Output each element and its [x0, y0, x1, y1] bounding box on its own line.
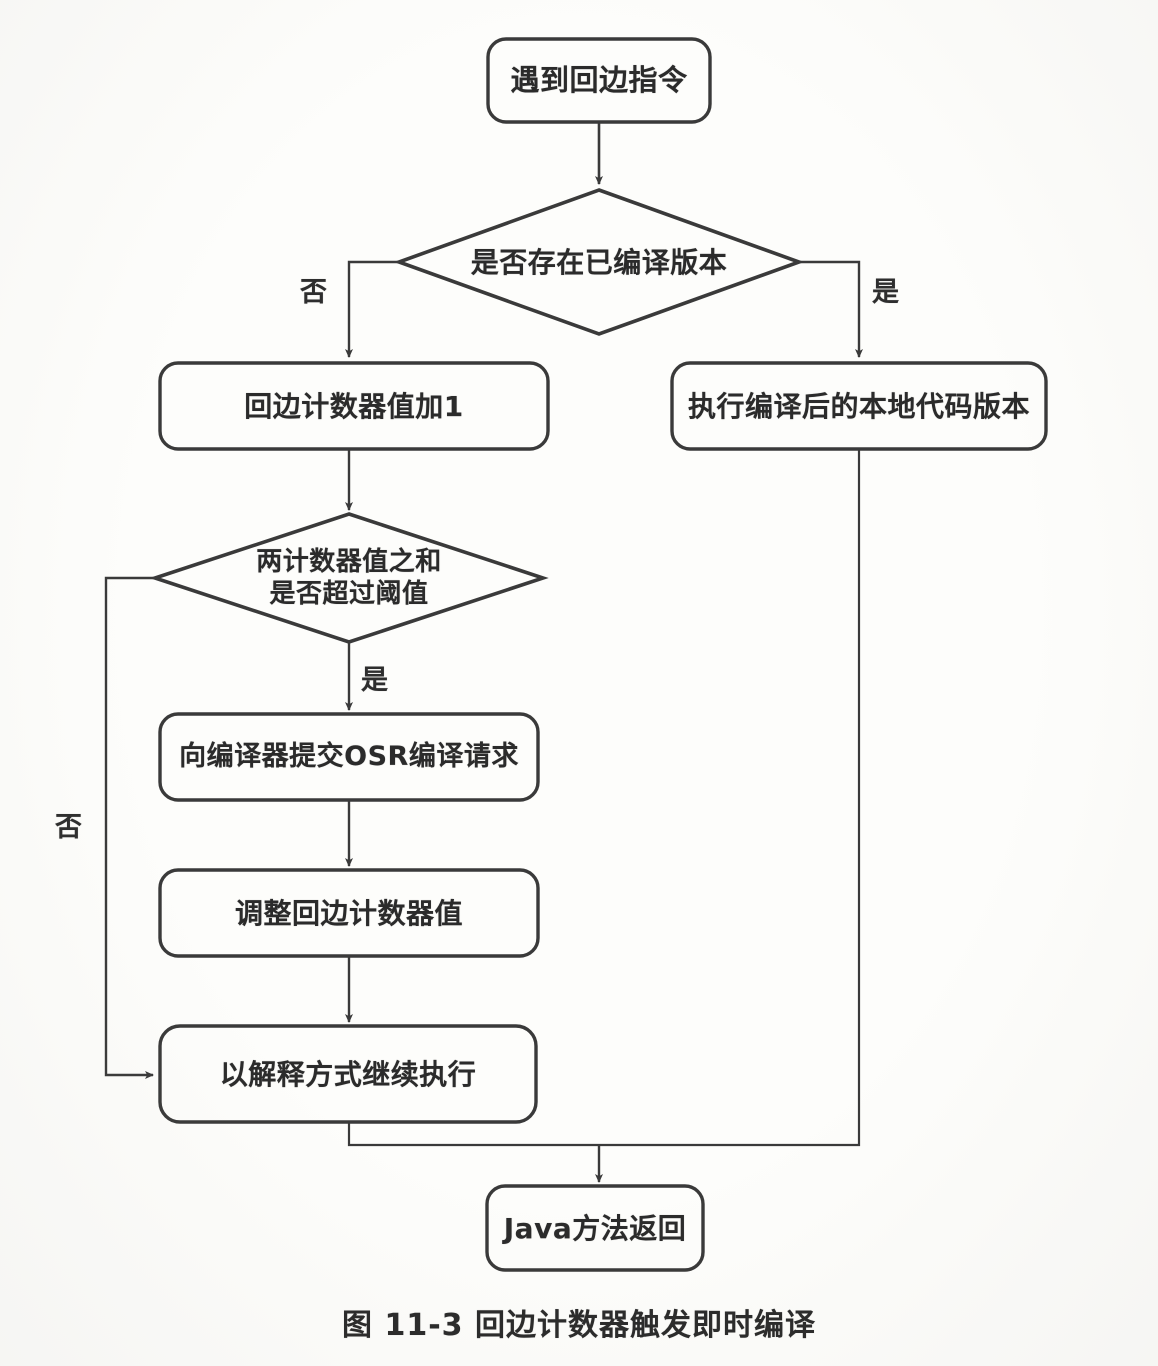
node-has-compiled-shape	[393, 188, 805, 336]
node-over-thresh-label: 两计数器值之和 是否超过阈值	[256, 546, 442, 610]
node-osr-request-label: 向编译器提交OSR编译请求	[179, 741, 519, 773]
node-inc-counter-label: 回边计数器值加1	[244, 389, 464, 423]
edge-has-compiled-yes	[799, 260, 863, 358]
figure-caption: 图 11-3 回边计数器触发即时编译	[342, 1308, 816, 1343]
node-return-label: Java方法返回	[503, 1211, 687, 1245]
node-run-native-label: 执行编译后的本地代码版本	[687, 389, 1030, 423]
edge-interpret-to-return	[347, 1122, 599, 1147]
node-has-compiled-label: 是否存在已编译版本	[470, 245, 728, 279]
node-interpret-label: 以解释方式继续执行	[219, 1057, 477, 1091]
edge-label-no-compiled: 否	[300, 277, 327, 308]
edge-label-no-threshold: 否	[55, 812, 82, 843]
node-inc-counter-shape	[158, 361, 550, 451]
node-return-shape	[485, 1184, 705, 1272]
node-adjust-label: 调整回边计数器值	[234, 896, 463, 930]
node-start-label: 遇到回边指令	[510, 63, 688, 98]
edge-label-yes-threshold: 是	[361, 665, 388, 696]
edge-over-thresh-no	[104, 576, 155, 1079]
edge-label-yes-compiled: 是	[872, 277, 899, 308]
edge-has-compiled-no	[345, 260, 399, 358]
edge-run-native-to-return	[599, 449, 861, 1147]
